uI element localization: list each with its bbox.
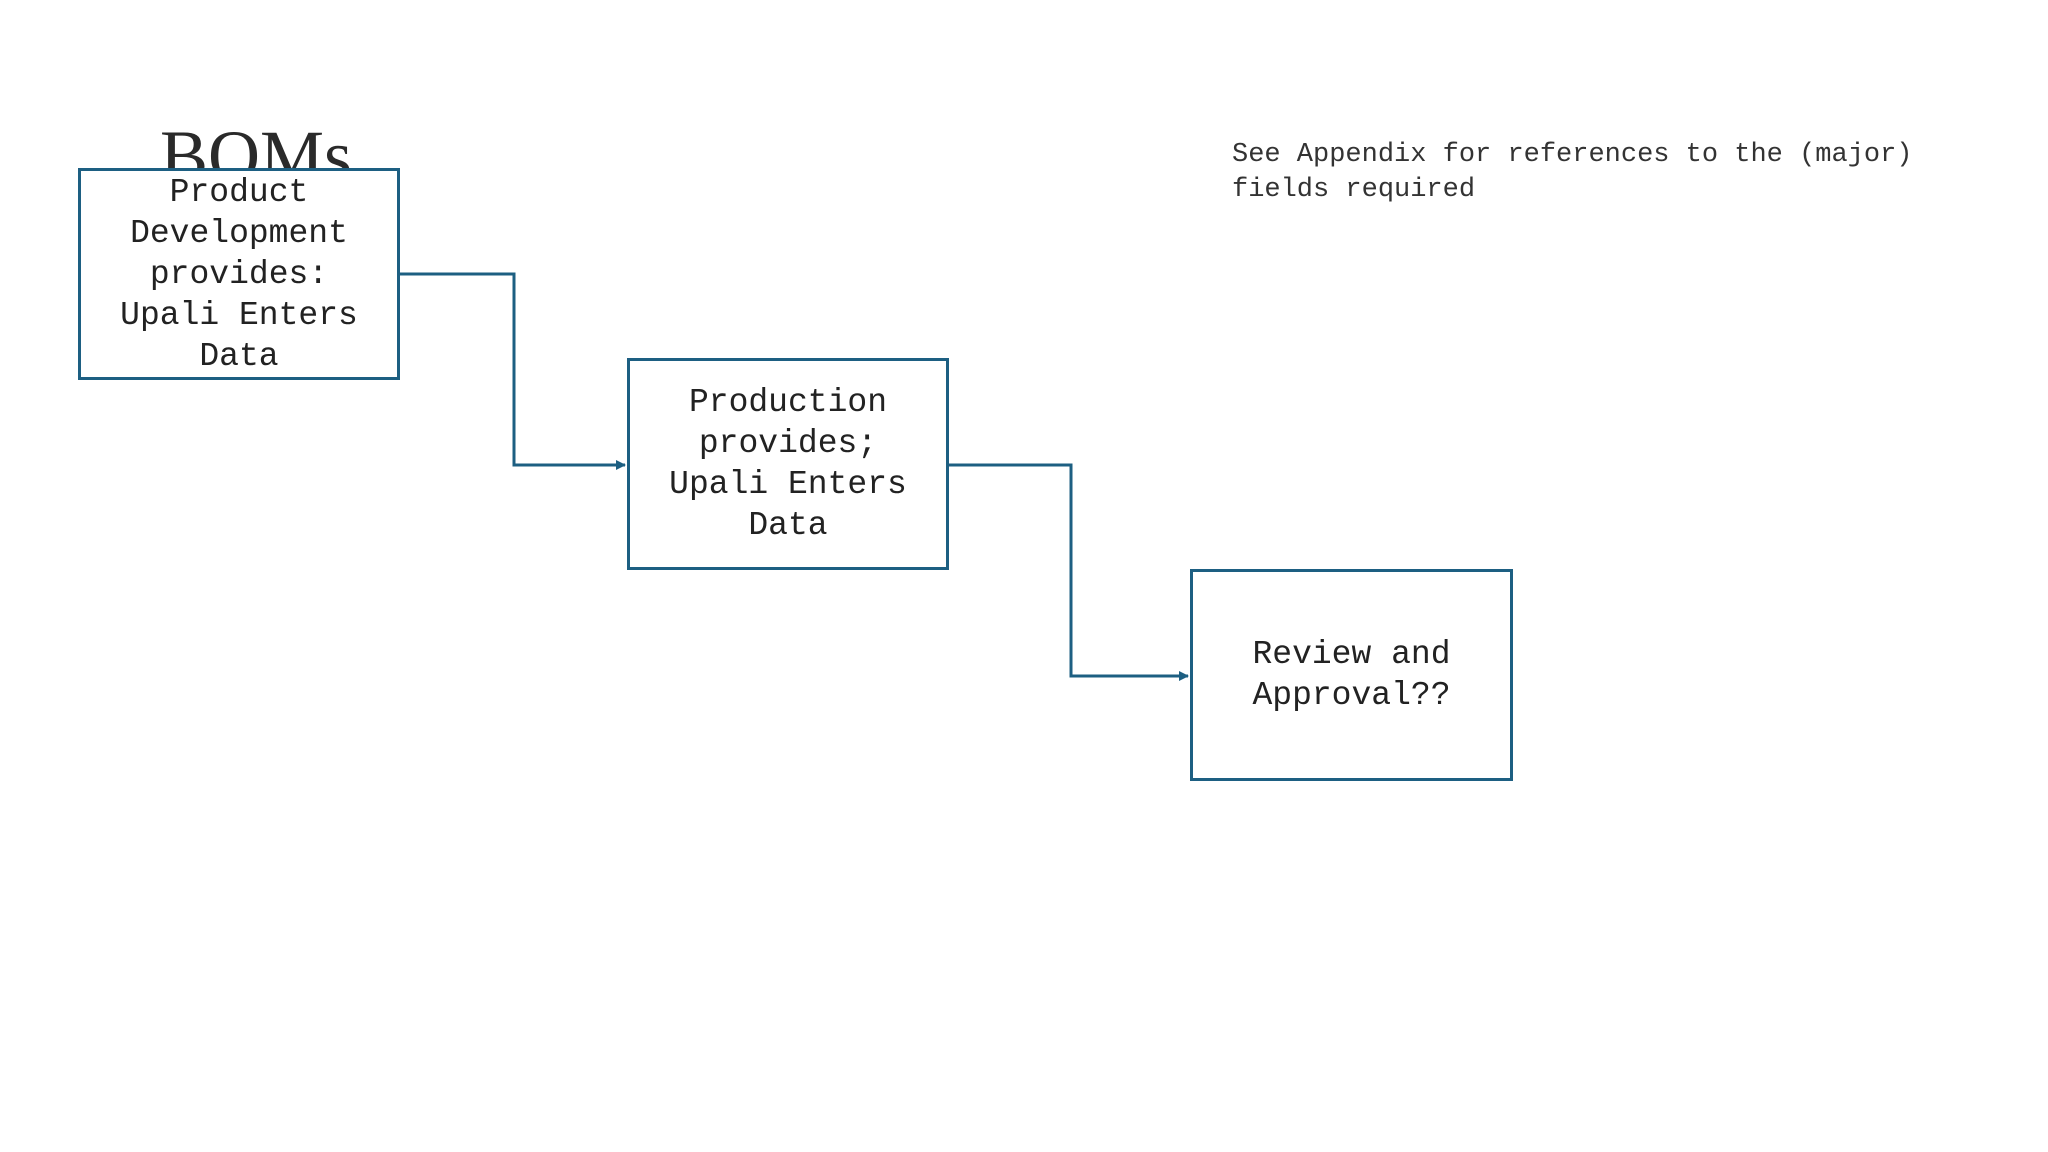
flow-step-production: Production provides; Upali Enters Data — [627, 358, 949, 570]
connector-arrow-1-to-2 — [400, 272, 626, 470]
flow-step-review-approval: Review and Approval?? — [1190, 569, 1513, 781]
connector-arrow-2-to-3 — [949, 463, 1189, 681]
appendix-note: See Appendix for references to the (majo… — [1232, 140, 1913, 205]
flow-step-label: Production provides; Upali Enters Data — [669, 384, 907, 544]
flow-step-product-development: Product Development provides: Upali Ente… — [78, 168, 400, 380]
flow-step-label: Product Development provides: Upali Ente… — [120, 173, 358, 375]
flow-step-label: Review and Approval?? — [1252, 636, 1451, 714]
